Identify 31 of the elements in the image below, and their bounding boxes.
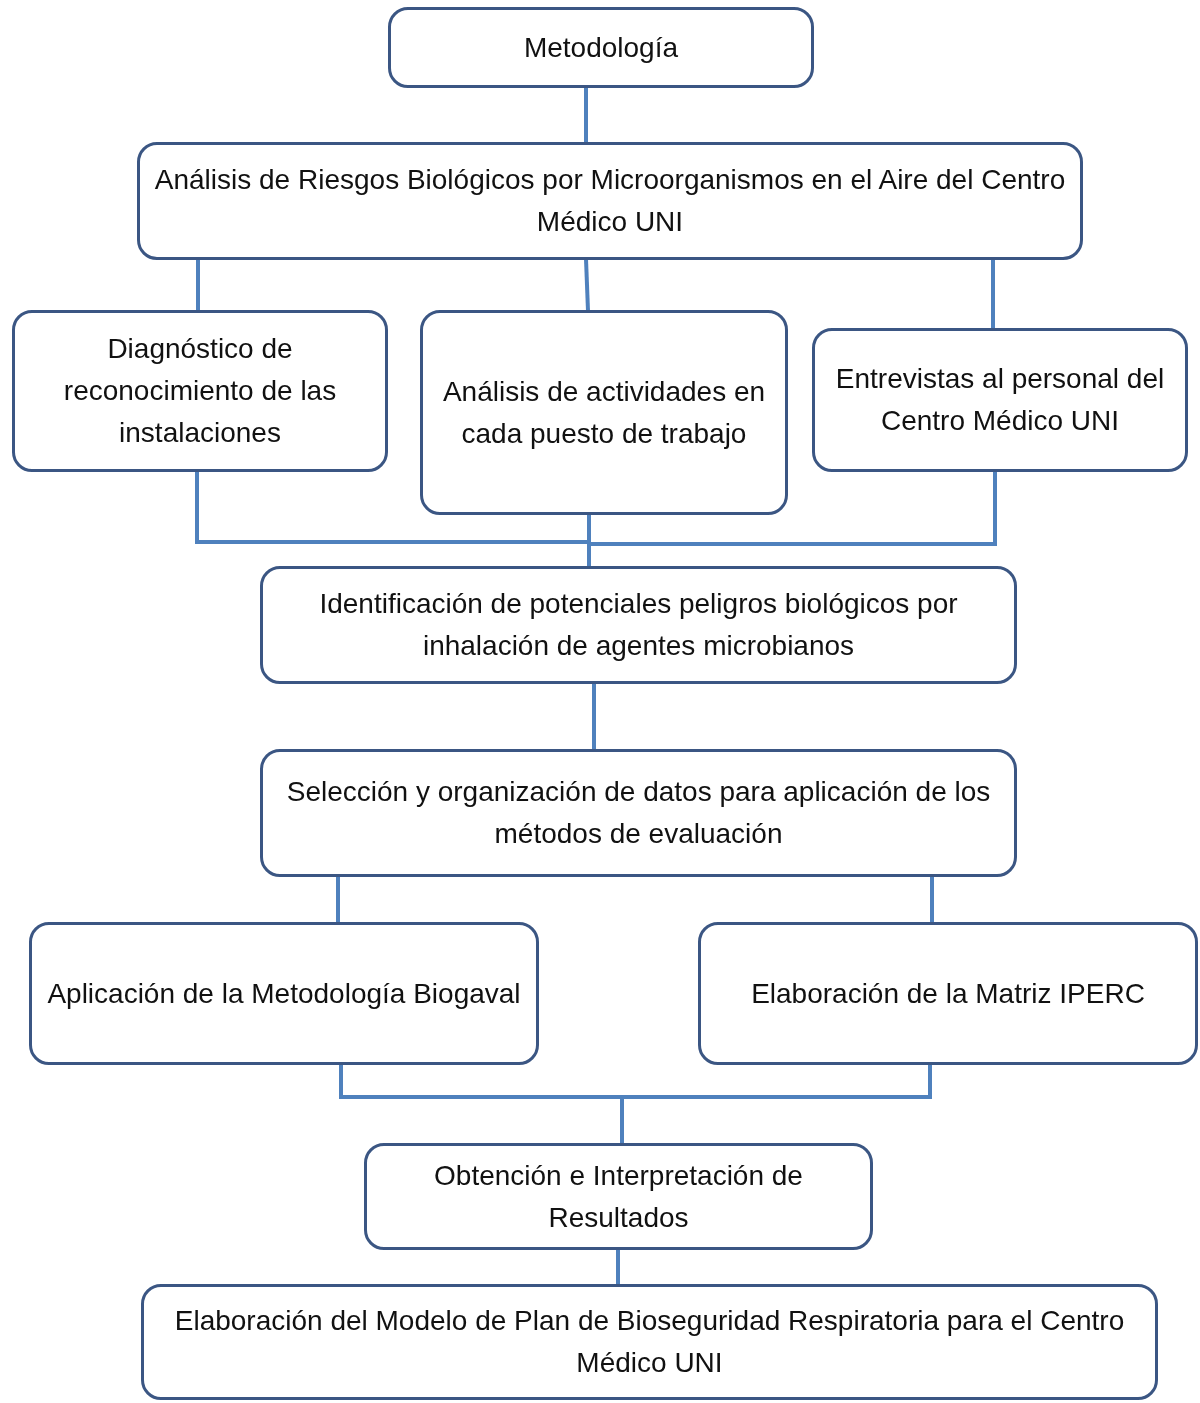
process-box [141, 1284, 1158, 1400]
box-label: Identificación de potenciales peligros biológicos por inhalación de agentes microbianos [318, 587, 959, 663]
box-label: Elaboración del Modelo de Plan de Bioseguridad Respiratoria para el Centro Médico UNI [173, 1304, 1126, 1380]
process-box [29, 922, 539, 1065]
connector-line [336, 876, 340, 923]
connector-line [196, 259, 200, 311]
process-box [260, 749, 1017, 877]
connector-line [592, 683, 596, 750]
connector-line [616, 1249, 620, 1285]
connector-line [930, 876, 934, 923]
process-box [260, 566, 1017, 684]
process-box [812, 328, 1188, 472]
process-box [388, 7, 814, 88]
process-box [12, 310, 388, 472]
process-box [420, 310, 788, 515]
box-label: Selección y organización de datos para aplicación de los métodos de evaluación [285, 775, 992, 851]
box-label: Análisis de actividades en cada puesto de trabajo [441, 374, 767, 451]
connector-line [620, 1064, 932, 1144]
box-label: Elaboración de la Matriz IPERC [751, 976, 1145, 1011]
process-box [364, 1143, 873, 1250]
process-box [137, 142, 1083, 260]
connector-line [584, 87, 588, 143]
box-label: Análisis de Riesgos Biológicos por Microorganismos en el Aire del Centro Médico UNI [154, 163, 1066, 239]
box-label: Entrevistas al personal del Centro Médico UNI [834, 362, 1166, 438]
box-label: Aplicación de la Metodología Biogaval [47, 976, 521, 1011]
box-label: Metodología [523, 30, 679, 65]
box-label: Diagnóstico de reconocimiento de las instalaciones [62, 332, 338, 450]
connector-line [991, 259, 995, 329]
box-label: Obtención e Interpretación de Resultados [433, 1158, 804, 1235]
process-box [698, 922, 1198, 1065]
connector-line [584, 258, 590, 312]
